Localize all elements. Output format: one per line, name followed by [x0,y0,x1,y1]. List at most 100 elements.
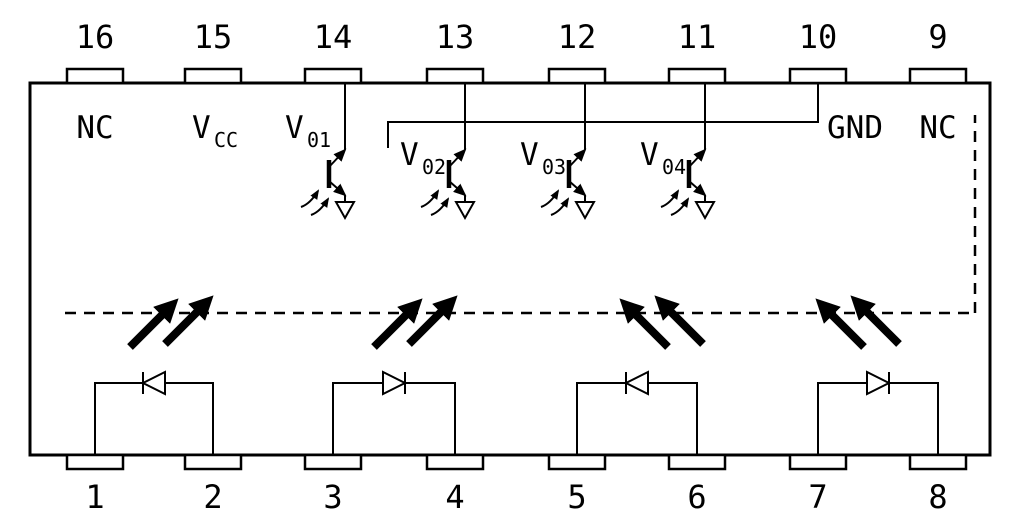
light-in-arrow-2 [310,197,330,216]
pin-number-11: 11 [678,18,717,56]
pin-15: 15 [183,18,243,85]
emitter-terminal-triangle [454,201,476,221]
emitter-terminal-triangle [334,201,356,221]
phototransistor-4 [660,148,716,221]
pin-10: 10 [788,18,848,85]
pin-number-9: 9 [928,18,947,56]
pin-number-12: 12 [558,18,597,56]
collector-arrow [688,148,707,168]
phototransistor-1 [300,148,356,221]
pin-pad-7 [788,453,848,471]
label-v03-sub: 03 [542,155,566,179]
light-arrow-icon [654,295,706,347]
label-gnd: GND [827,110,883,146]
led-loop [576,382,698,455]
pin-14: 14 [303,18,363,85]
arrow-pair-channel-1 [127,295,214,350]
isolation-boundary [65,115,977,315]
light-in-arrow-2 [670,197,690,216]
top-pins: 16 15 14 13 12 11 10 9 [65,18,968,85]
pin-pad-14 [303,67,363,85]
pin-6: 6 [667,453,727,516]
pin-pad-10 [788,67,848,85]
pin-2: 2 [183,453,243,516]
pin-pad-8 [908,453,968,471]
light-arrow-icon [619,298,671,350]
light-in-arrow-1 [660,189,680,208]
pin-11: 11 [667,18,727,85]
pin-number-10: 10 [799,18,838,56]
label-v02-main: V [400,137,419,173]
light-arrow-icon [162,295,214,347]
led-loop [817,382,939,455]
collector-arrow [328,148,347,168]
label-v04-sub: 04 [662,155,686,179]
pin-13: 13 [425,18,485,85]
arrow-pair-channel-4 [815,295,902,350]
pin-pad-9 [908,67,968,85]
led-channel-1 [94,370,214,455]
emitter-terminal-triangle [694,201,716,221]
light-in-arrow-2 [430,197,450,216]
pin-3: 3 [303,453,363,516]
led-channel-3 [576,370,698,455]
label-nc-pin16: NC [76,110,113,146]
led-diode-triangle [382,370,408,396]
emitter-arrow [688,180,707,197]
led-channel-4 [817,370,939,455]
light-arrow-icon [406,295,458,347]
arrow-pair-channel-3 [619,295,706,350]
pin-pad-12 [547,67,607,85]
emitter-terminal-triangle [574,201,596,221]
pin-number-7: 7 [808,478,827,516]
pin-pad-13 [425,67,485,85]
pin-number-3: 3 [323,478,342,516]
pin-12: 12 [547,18,607,85]
light-in-arrow-2 [550,197,570,216]
label-v03: V 03 [520,137,566,179]
arrow-pair-channel-2 [371,295,458,350]
emitter-arrow [568,180,587,197]
led-diode-triangle [623,370,649,396]
pin-number-2: 2 [203,478,222,516]
pin-7: 7 [788,453,848,516]
light-in-arrow-1 [420,189,440,208]
collector-arrow [448,148,467,168]
pin-number-6: 6 [687,478,706,516]
collector-arrow [568,148,587,168]
light-transfer-arrows [127,295,902,350]
emitter-arrow [328,180,347,197]
label-v01-main: V [285,110,304,146]
pin-pad-5 [547,453,607,471]
pin-number-13: 13 [436,18,475,56]
light-arrow-icon [127,298,179,350]
pin-pad-6 [667,453,727,471]
label-vcc-sub: CC [214,128,238,152]
pin-1: 1 [65,453,125,516]
light-arrow-icon [371,298,423,350]
label-v01-sub: 01 [307,128,331,152]
pin-pad-11 [667,67,727,85]
label-v01: V 01 [285,110,331,152]
pin-9: 9 [908,18,968,85]
light-arrow-icon [815,298,867,350]
label-nc-pin9: NC [919,110,956,146]
pin-pad-2 [183,453,243,471]
phototransistor-2 [420,148,476,221]
led-diode-triangle [140,370,166,396]
pin-pad-16 [65,67,125,85]
phototransistor-3 [540,148,596,221]
led-loop [94,382,214,455]
output-wiring [344,83,819,150]
pin-number-4: 4 [445,478,464,516]
light-in-arrow-1 [540,189,560,208]
pin-pad-3 [303,453,363,471]
led-channel-2 [332,370,456,455]
label-v04-main: V [640,137,659,173]
pin-number-8: 8 [928,478,947,516]
label-v04: V 04 [640,137,686,179]
label-v02-sub: 02 [422,155,446,179]
pin-number-16: 16 [76,18,115,56]
